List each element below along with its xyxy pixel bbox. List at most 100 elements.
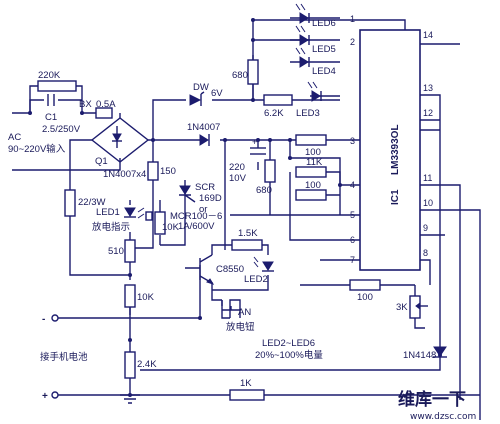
label-dw-name: DW — [193, 82, 209, 93]
led3: LED3 — [296, 81, 322, 119]
led5: LED5 — [295, 25, 336, 55]
ic1-lm3393ol: IC1 LM3393OL 1 2 3 4 5 6 7 14 13 12 11 1… — [350, 14, 433, 271]
pin-l3: 3 — [350, 136, 355, 146]
resistor-680-mid: 680 — [256, 159, 276, 196]
resistor-150: 150 — [147, 161, 176, 181]
label-6-2k: 6.2K — [264, 108, 284, 119]
label-led1-desc: 放电指示 — [92, 221, 130, 233]
transistor-c8550: C8550 — [199, 254, 244, 285]
label-150: 150 — [160, 166, 176, 177]
label-2-4k: 2.4K — [137, 359, 157, 370]
label-10k-a: 10K — [162, 222, 180, 233]
label-1n4148: 1N4148 — [403, 350, 436, 361]
watermark-url: www.dzsc.com — [410, 412, 476, 422]
resistor-100-c: 100 — [349, 279, 381, 303]
terminal-minus: - — [42, 314, 45, 325]
label-c1-value: 2.5/250V — [42, 124, 81, 135]
pin-l6: 6 — [350, 235, 355, 245]
bridge-rectifier-q1: Q1 1N4007x4 — [90, 117, 150, 180]
pin-l5: 5 — [350, 210, 355, 220]
junctions — [28, 18, 442, 397]
label-100-a: 100 — [305, 147, 321, 158]
led-cluster: LED6 LED5 LED4 LED3 — [295, 3, 336, 119]
label-ac-range: 90~220V输入 — [8, 143, 66, 155]
resistor-2-4k: 2.4K — [124, 351, 157, 379]
label-680-mid: 680 — [256, 185, 272, 196]
label-c8550: C8550 — [216, 264, 244, 275]
cap-plus-sign: + — [252, 137, 257, 147]
label-22-3w: 22/3W — [78, 197, 105, 208]
label-battery: 接手机电池 — [40, 351, 88, 363]
label-bridge-value: 1N4007x4 — [103, 169, 146, 180]
diode-1n4148: 1N4148 — [403, 346, 447, 361]
led1: LED1 放电指示 — [92, 207, 153, 233]
resistor-510: 510 — [108, 239, 136, 263]
capacitor-220: + 220 10V — [229, 137, 266, 184]
label-100-c: 100 — [357, 292, 373, 303]
resistor-22-3w: 22/3W — [64, 189, 105, 217]
ic-part: LM3393OL — [390, 124, 401, 175]
label-an-desc: 放电钮 — [226, 321, 255, 333]
pin-r11: 11 — [423, 173, 432, 183]
terminal-plus: + — [42, 391, 48, 402]
label-led2: LED2 — [244, 274, 268, 285]
led2: LED2 — [244, 256, 274, 285]
label-an: AN — [238, 307, 251, 318]
label-3k: 3K — [396, 302, 408, 313]
label-bridge-name: Q1 — [95, 156, 108, 167]
label-led-range: LED2~LED6 — [262, 338, 315, 349]
label-led-range-desc: 20%~100%电量 — [255, 349, 323, 361]
led-range-note: LED2~LED6 20%~100%电量 — [255, 338, 323, 361]
resistor-6-2k: 6.2K — [263, 94, 293, 119]
label-1k: 1K — [240, 378, 252, 389]
label-510: 510 — [108, 246, 124, 257]
label-cap-10v: 10V — [229, 173, 247, 184]
label-ac: AC — [8, 132, 21, 143]
led4: LED4 — [295, 47, 336, 77]
pin-l2: 2 — [350, 37, 355, 47]
scr: SCR 169D or MCR100－6 1A/600V — [170, 182, 222, 232]
resistor-10k-b: 10K — [124, 284, 155, 308]
label-11k: 11K — [306, 157, 323, 168]
label-220k: 220K — [38, 70, 61, 81]
watermark: 维库一下 www.dzsc.com — [398, 389, 476, 422]
pin-l4: 4 — [350, 180, 355, 190]
resistor-11k: 11K — [295, 157, 327, 178]
pin-r12: 12 — [423, 108, 433, 118]
label-scr-alt: MCR100－6 — [170, 211, 222, 222]
label-1-5k: 1.5K — [238, 228, 258, 239]
ic-name: IC1 — [390, 189, 401, 205]
label-100-b: 100 — [305, 180, 321, 191]
resistor-100-b: 100 — [295, 180, 327, 201]
battery-terminals: - + 接手机电池 — [40, 314, 88, 402]
watermark-brand: 维库一下 — [398, 389, 466, 410]
label-10k-b: 10K — [137, 292, 155, 303]
pin-r10: 10 — [423, 198, 433, 208]
label-scr-or: or — [199, 204, 207, 215]
push-button-an: AN 放电钮 — [221, 300, 255, 333]
pin-r9: 9 — [423, 223, 428, 233]
label-dw-value: 6V — [211, 88, 223, 99]
wires — [12, 17, 481, 420]
resistor-220k: 220K — [37, 70, 77, 92]
label-1n4007: 1N4007 — [187, 122, 220, 133]
ac-input-label: AC 90~220V输入 — [8, 132, 66, 155]
pin-l1: 1 — [350, 14, 355, 24]
label-680-top: 680 — [232, 70, 248, 81]
trimmer-3k: 3K — [396, 295, 428, 319]
led6: LED6 — [295, 3, 336, 29]
label-led5: LED5 — [312, 44, 336, 55]
resistor-680-top: 680 — [232, 59, 259, 85]
diode-1n4007: 1N4007 — [187, 122, 220, 146]
label-fuse-name: BX — [79, 99, 92, 110]
resistor-1-5k: 1.5K — [231, 228, 263, 251]
label-led3: LED3 — [296, 108, 320, 119]
label-scr-name: SCR — [195, 182, 215, 193]
fuse-bx: BX 0.5A — [79, 99, 116, 119]
label-cap-220: 220 — [229, 162, 245, 173]
pin-r13: 13 — [423, 83, 433, 93]
label-scr-rating: 1A/600V — [178, 221, 215, 232]
label-fuse-value: 0.5A — [96, 99, 116, 110]
label-c1-name: C1 — [45, 112, 57, 123]
